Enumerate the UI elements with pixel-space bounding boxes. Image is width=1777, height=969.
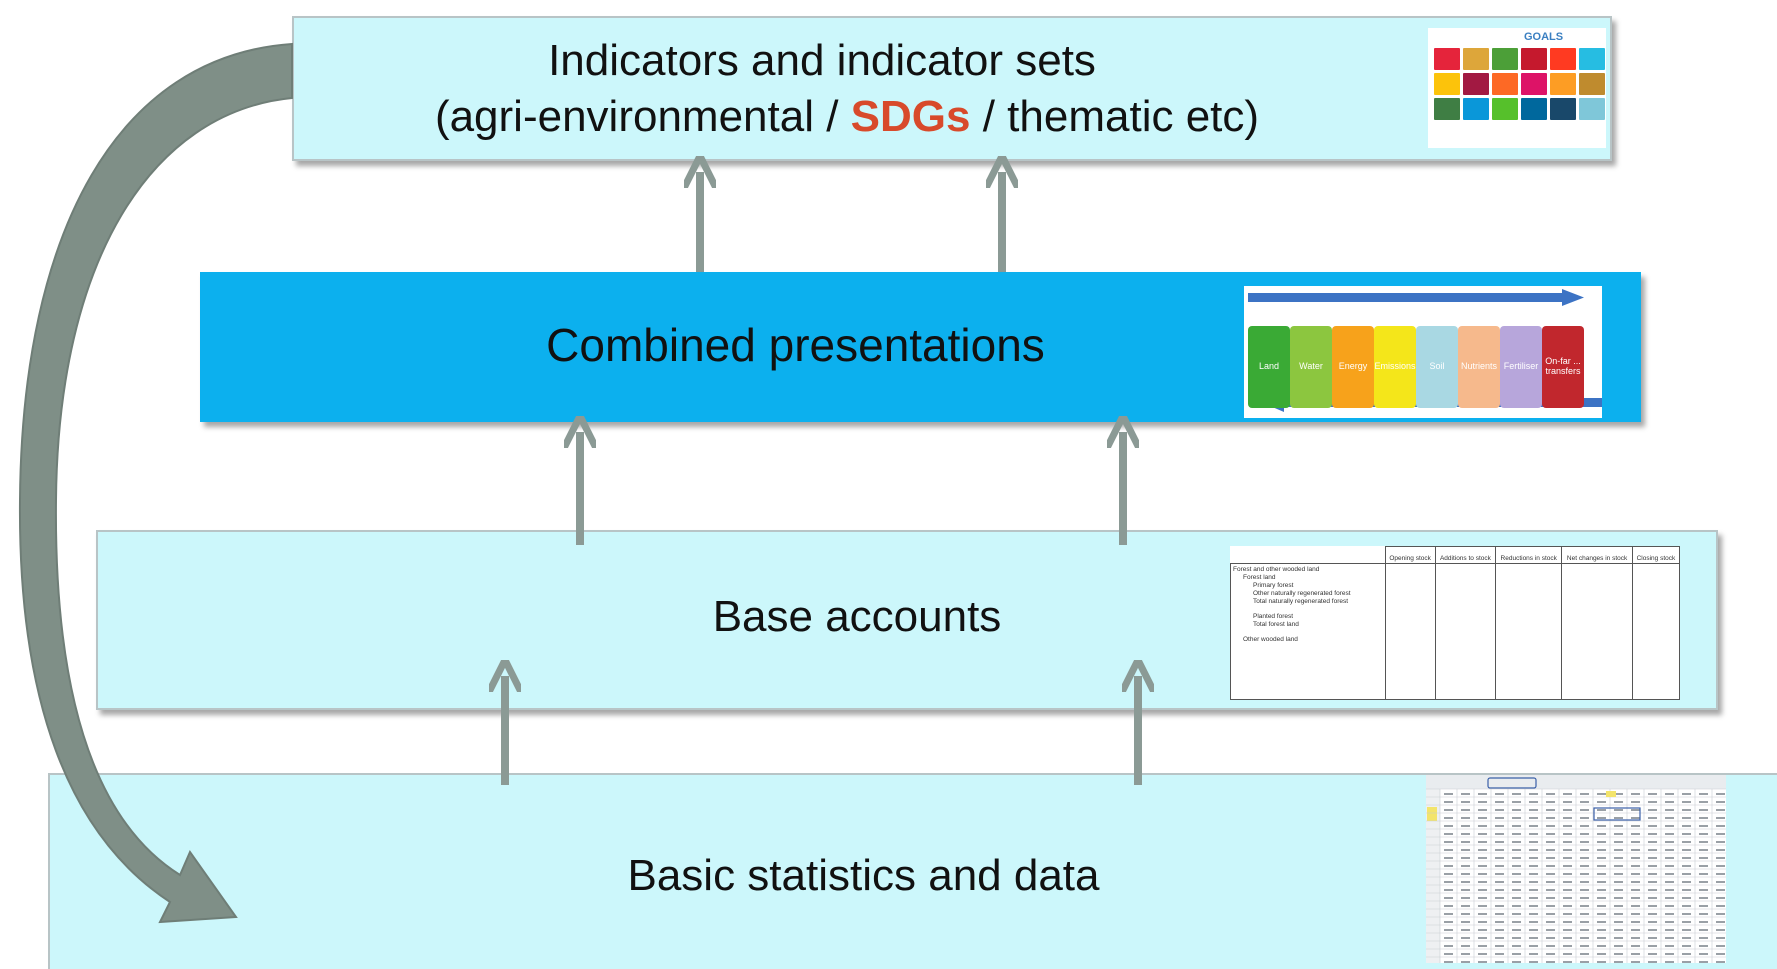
sdg-tile — [1521, 73, 1547, 95]
basic-statistics-layer: Basic statistics and data — [48, 773, 1777, 969]
account-row-label: Forest and other wooded land — [1233, 565, 1320, 573]
indicators-layer: Indicators and indicator sets (agri-envi… — [292, 16, 1612, 161]
sdg-tile — [1463, 73, 1489, 95]
combined-title: Combined presentations — [546, 319, 1045, 371]
sdg-tile — [1492, 98, 1518, 120]
sdg-tile — [1550, 48, 1576, 70]
sdg-tile — [1579, 73, 1605, 95]
sdg-tile — [1521, 48, 1547, 70]
flow-cell: Fertiliser — [1500, 326, 1542, 408]
account-row-label: Other naturally regenerated forest — [1253, 589, 1351, 597]
sdg-tile — [1434, 48, 1460, 70]
account-row-label: Forest land — [1243, 573, 1276, 581]
sdg-tile — [1550, 73, 1576, 95]
account-header: Additions to stock — [1434, 546, 1497, 564]
spreadsheet-grid — [1426, 775, 1726, 963]
sdg-tile — [1492, 48, 1518, 70]
sdg-tile — [1579, 48, 1605, 70]
account-cell — [1384, 562, 1436, 700]
base-title: Base accounts — [712, 592, 1002, 641]
sdg-tile — [1463, 48, 1489, 70]
account-header: Closing stock — [1631, 546, 1680, 564]
spreadsheet-thumbnail — [1426, 775, 1726, 963]
flow-cell: Soil — [1416, 326, 1458, 408]
sdg-tile — [1521, 98, 1547, 120]
sdg-tile — [1492, 73, 1518, 95]
flow-cell: Emissions — [1374, 326, 1416, 408]
flow-cell: Energy — [1332, 326, 1374, 408]
flow-cell: Land — [1248, 326, 1290, 408]
account-cell — [1561, 562, 1633, 700]
flow-cell: Nutrients — [1458, 326, 1500, 408]
account-cell — [1434, 562, 1497, 700]
sdg-tile — [1579, 98, 1605, 120]
account-cell — [1631, 562, 1680, 700]
account-row-label: Planted forest — [1253, 612, 1294, 620]
sdg-tile — [1463, 98, 1489, 120]
subtitle-suffix: / thematic etc) — [970, 92, 1260, 141]
account-header: Net changes in stock — [1561, 546, 1633, 564]
sdg-goals-header: GOALS — [1524, 31, 1564, 43]
account-cell — [1495, 562, 1563, 700]
account-header: Opening stock — [1384, 546, 1436, 564]
basic-title: Basic statistics and data — [627, 851, 1100, 900]
subtitle-prefix: (agri-environmental / — [434, 92, 851, 141]
indicators-title: Indicators and indicator sets — [548, 36, 1096, 85]
sdg-tile — [1434, 73, 1460, 95]
flow-cell: Water — [1290, 326, 1332, 408]
account-header: Reductions in stock — [1495, 546, 1563, 564]
sdg-tile — [1550, 98, 1576, 120]
account-row-label: Total naturally regenerated forest — [1253, 597, 1349, 605]
account-row-label: Other wooded land — [1243, 635, 1298, 643]
indicators-subtitle: (agri-environmental / SDGs / thematic et… — [294, 92, 1610, 142]
sdg-highlight: SDGs — [850, 92, 971, 141]
sdg-goals-thumbnail: GOALS — [1428, 28, 1606, 148]
account-row-label: Primary forest — [1253, 581, 1294, 589]
sdg-goals-grid — [1434, 48, 1605, 120]
sdg-tile — [1434, 98, 1460, 120]
account-row-label: Total forest land — [1253, 620, 1299, 628]
flow-cell: On-far ... transfers — [1542, 326, 1584, 408]
